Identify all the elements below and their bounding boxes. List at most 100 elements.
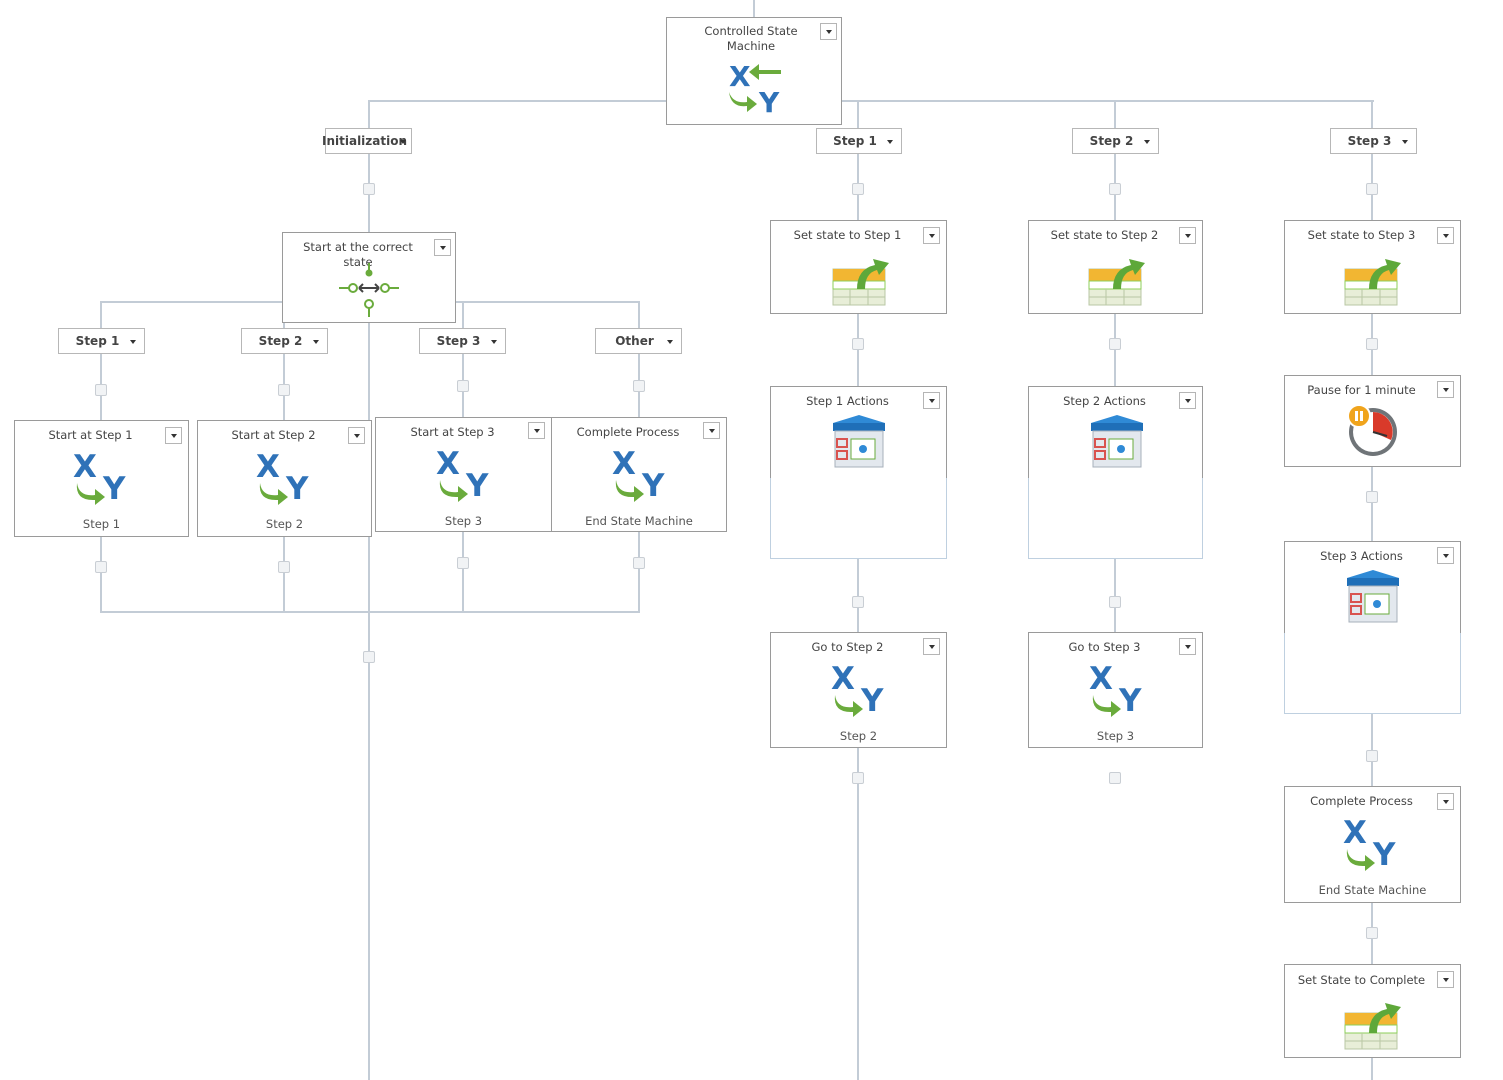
connector-port[interactable] (278, 561, 290, 573)
dropdown-button[interactable] (1179, 638, 1196, 655)
dropdown-button[interactable] (820, 23, 837, 40)
connector-port[interactable] (633, 557, 645, 569)
activity-title: Set state to Step 2 (1050, 228, 1159, 242)
connector-port[interactable] (852, 596, 864, 608)
activity-title: Go to Step 2 (811, 640, 884, 654)
set-state-activity[interactable]: Set state to Step 1 (770, 220, 947, 314)
dropdown-button[interactable] (923, 638, 940, 655)
chevron-down-icon (1185, 234, 1191, 238)
branch-step-2[interactable]: Step 2 (1072, 128, 1159, 154)
connector-port[interactable] (1109, 772, 1121, 784)
connector-port[interactable] (1109, 596, 1121, 608)
branch-step-1[interactable]: Step 1 (816, 128, 902, 154)
actions-activity[interactable]: Step 3 Actions (1284, 541, 1461, 634)
connector-port[interactable] (852, 772, 864, 784)
chevron-down-icon (1443, 234, 1449, 238)
chevron-down-icon (929, 645, 935, 649)
update-table-icon (1087, 249, 1147, 307)
branch-step-3[interactable]: Step 3 (1330, 128, 1417, 154)
dropdown-button[interactable] (434, 239, 451, 256)
branch-label: Step 3 (1347, 134, 1392, 148)
set-state-activity[interactable]: Set state to Step 3 (1284, 220, 1461, 314)
branch-label: Step 1 (75, 334, 120, 348)
dropdown-button[interactable] (348, 427, 365, 444)
connector-port[interactable] (633, 380, 645, 392)
pause-activity[interactable]: Pause for 1 minute (1284, 375, 1461, 467)
branch-init-step-3[interactable]: Step 3 (419, 328, 506, 354)
decision-title: Start at the correct state (303, 240, 413, 269)
chevron-down-icon (491, 340, 497, 344)
connector-port[interactable] (363, 183, 375, 195)
dropdown-button[interactable] (1437, 793, 1454, 810)
dropdown-button[interactable] (528, 422, 545, 439)
root-activity[interactable]: Controlled State Machine X Y (666, 17, 842, 125)
dropdown-button[interactable] (1437, 381, 1454, 398)
activity-subtitle: End State Machine (1318, 883, 1427, 897)
connector-port[interactable] (457, 557, 469, 569)
dropdown-button[interactable] (1437, 971, 1454, 988)
branch-initialization[interactable]: Initialization (322, 128, 412, 154)
connector-port[interactable] (363, 651, 375, 663)
sequence-container[interactable] (1028, 478, 1203, 559)
dropdown-button[interactable] (703, 422, 720, 439)
dropdown-button[interactable] (1437, 227, 1454, 244)
connector-port[interactable] (1366, 491, 1378, 503)
connector-port[interactable] (95, 561, 107, 573)
dropdown-button[interactable] (1179, 392, 1196, 409)
dropdown-button[interactable] (1437, 547, 1454, 564)
decision-activity[interactable]: Start at the correct state (282, 232, 456, 323)
chevron-down-icon (313, 340, 319, 344)
connector (753, 0, 755, 18)
sequence-container[interactable] (1284, 633, 1461, 714)
actions-package-icon (1343, 568, 1403, 626)
branch-init-step-1[interactable]: Step 1 (58, 328, 145, 354)
branch-init-other[interactable]: Other (595, 328, 682, 354)
connector (857, 100, 859, 1080)
connector-port[interactable] (1366, 183, 1378, 195)
activity-title: Step 1 Actions (806, 394, 889, 408)
set-state-activity[interactable]: Set state to Step 2 (1028, 220, 1203, 314)
actions-activity[interactable]: Step 1 Actions (770, 386, 947, 479)
connector-port[interactable] (1366, 927, 1378, 939)
connector-port[interactable] (1366, 338, 1378, 350)
activity-subtitle: Step 1 (82, 517, 121, 531)
connector-port[interactable] (852, 338, 864, 350)
set-state-activity[interactable]: Set State to Complete (1284, 964, 1461, 1058)
branch-label: Step 2 (1089, 134, 1134, 148)
connector-port[interactable] (278, 384, 290, 396)
connector-port[interactable] (1109, 338, 1121, 350)
connector-port[interactable] (95, 384, 107, 396)
connector-port[interactable] (457, 380, 469, 392)
actions-package-icon (1087, 413, 1147, 471)
chevron-down-icon (826, 30, 832, 34)
chevron-down-icon (1443, 554, 1449, 558)
chevron-down-icon (1144, 140, 1150, 144)
decision-icon (339, 261, 399, 317)
dropdown-button[interactable] (1179, 227, 1196, 244)
connector-port[interactable] (1366, 750, 1378, 762)
branch-init-step-2[interactable]: Step 2 (241, 328, 328, 354)
connector-port[interactable] (1109, 183, 1121, 195)
dropdown-button[interactable] (165, 427, 182, 444)
chevron-down-icon (709, 429, 715, 433)
sequence-container[interactable] (770, 478, 947, 559)
chevron-down-icon (1185, 399, 1191, 403)
actions-activity[interactable]: Step 2 Actions (1028, 386, 1203, 479)
svg-text:X: X (729, 60, 751, 93)
dropdown-button[interactable] (923, 227, 940, 244)
chevron-down-icon (400, 140, 406, 144)
connector-port[interactable] (852, 183, 864, 195)
dropdown-button[interactable] (923, 392, 940, 409)
